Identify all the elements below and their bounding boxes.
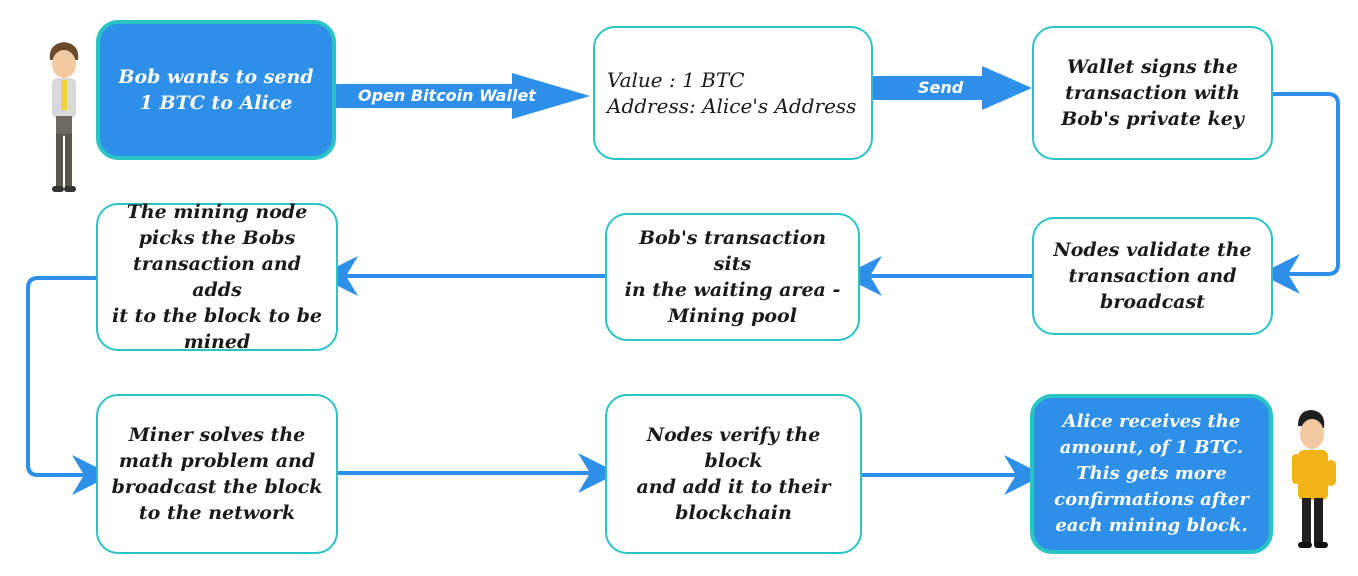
edge-mining-node-to-miner	[26, 276, 112, 495]
open-wallet-label: Open Bitcoin Wallet	[358, 86, 536, 105]
node-wallet-signs: Wallet signs the transaction with Bob's …	[1032, 26, 1273, 160]
node-alice-receives: Alice receives the amount, of 1 BTC. Thi…	[1030, 394, 1273, 554]
bob-figure-icon	[49, 42, 79, 192]
node-nodes-validate: Nodes validate the transaction and broad…	[1032, 217, 1273, 335]
send-label: Send	[918, 78, 964, 97]
edge-wallet-to-validate	[1260, 92, 1340, 294]
node-mining-node: The mining node picks the Bobs transacti…	[96, 201, 338, 353]
alice-figure-icon	[1292, 410, 1336, 548]
node-value-address: Value : 1 BTC Address: Alice's Address	[593, 26, 873, 160]
node-bob-wants-to-send: Bob wants to send 1 BTC to Alice	[96, 20, 336, 160]
send-arrow	[873, 66, 1032, 110]
open-wallet-arrow	[335, 73, 590, 119]
node-mining-pool: Bob's transaction sits in the waiting ar…	[605, 213, 860, 341]
node-miner-solves: Miner solves the math problem and broadc…	[96, 394, 338, 554]
node-nodes-verify: Nodes verify the block and add it to the…	[605, 394, 862, 554]
